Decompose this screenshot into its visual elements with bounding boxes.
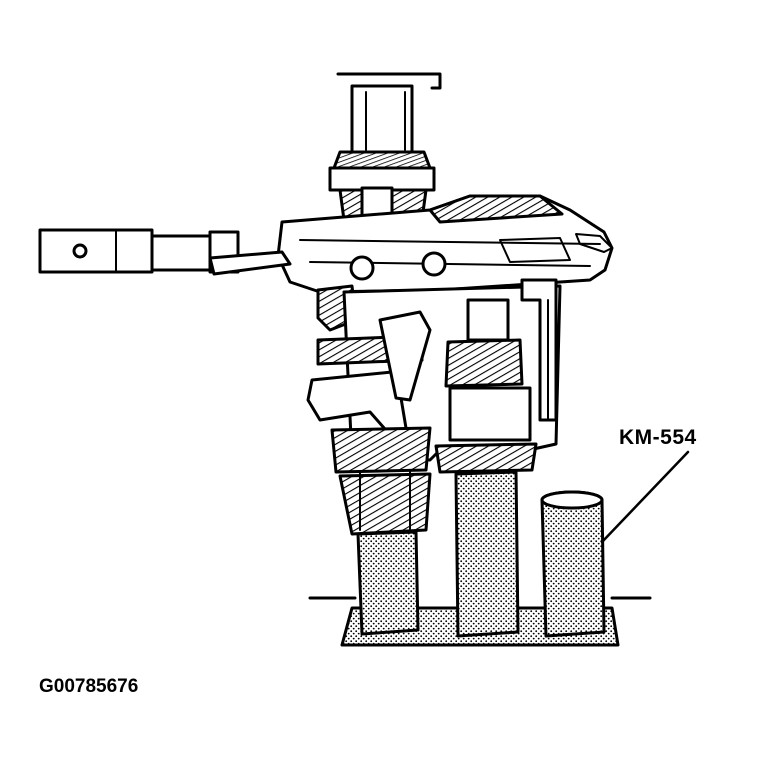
tool-callout-label: KM-554: [619, 426, 697, 449]
press-ram: [350, 84, 414, 154]
lever-handle: [38, 228, 154, 274]
left-gear-lower: [338, 472, 432, 536]
figure-id: G00785676: [39, 676, 139, 697]
press-ram-top: [336, 72, 442, 90]
km-554-cylinder: [540, 498, 606, 638]
housing-bolt-2: [421, 251, 447, 277]
support-cylinder-left: [356, 530, 420, 636]
housing-bolt-1: [349, 255, 375, 281]
right-lower-gear: [434, 442, 538, 474]
right-drum: [448, 386, 532, 442]
housing-top-gear: [428, 194, 564, 224]
top-nut: [332, 150, 432, 170]
left-gear-middle: [330, 426, 432, 474]
shift-lever: [378, 310, 432, 402]
lever-link: [208, 250, 292, 276]
right-gear-upper: [444, 338, 524, 388]
right-shaft-nut: [466, 298, 510, 342]
lever-arm: [150, 234, 212, 272]
leader-line: [600, 450, 690, 544]
support-cylinder-middle: [454, 470, 520, 638]
